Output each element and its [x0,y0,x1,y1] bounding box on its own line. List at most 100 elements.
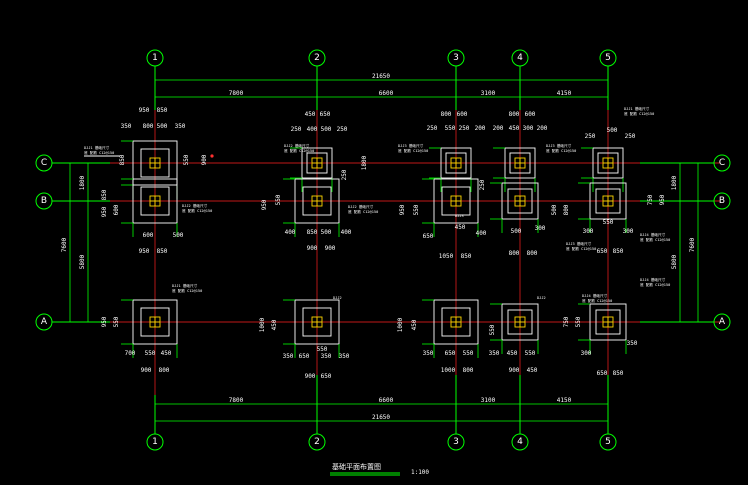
svg-text:7800: 7800 [229,90,244,97]
axis-bubbles-left: C B A [35,154,110,331]
svg-text:400: 400 [307,126,318,133]
svg-text:3100: 3100 [481,397,496,404]
svg-text:650: 650 [445,350,456,357]
svg-text:DJJ2 基础尺寸: DJJ2 基础尺寸 [284,143,310,148]
svg-text:550: 550 [113,316,120,327]
svg-text:600: 600 [457,111,468,118]
svg-text:650: 650 [320,111,331,118]
footings [121,140,627,358]
svg-text:250: 250 [585,133,596,140]
svg-text:6600: 6600 [379,90,394,97]
svg-text:900: 900 [325,245,336,252]
svg-text:DJJ1 基础尺寸: DJJ1 基础尺寸 [172,283,198,288]
svg-text:DJJ2 基础尺寸: DJJ2 基础尺寸 [348,204,374,209]
axis-bubble-5-bottom: 5 [599,433,617,451]
svg-text:500: 500 [321,126,332,133]
svg-text:550: 550 [183,154,190,165]
axis-bubble-1-top: 1 [146,49,164,67]
svg-text:250: 250 [427,125,438,132]
svg-text:4: 4 [517,53,523,63]
svg-text:900: 900 [201,154,208,165]
svg-text:7600: 7600 [689,237,696,252]
svg-text:DJJ2: DJJ2 [537,296,546,300]
svg-text:350: 350 [627,340,638,347]
svg-text:550: 550 [275,194,282,205]
svg-text:650: 650 [321,373,332,380]
svg-text:550: 550 [463,350,474,357]
drawing-scale: 1:100 [411,469,429,476]
svg-text:650: 650 [423,233,434,240]
svg-text:DJJ4 基础尺寸: DJJ4 基础尺寸 [640,277,666,282]
svg-text:300: 300 [623,228,634,235]
svg-text:200: 200 [475,125,486,132]
svg-text:450: 450 [507,350,518,357]
svg-text:1800: 1800 [79,175,86,190]
svg-text:5800: 5800 [671,254,678,269]
top-dimensions: 21650 7800 6600 3100 4150 [154,73,609,100]
svg-text:600: 600 [143,232,154,239]
svg-text:400: 400 [285,229,296,236]
bottom-dimensions: 7800 6600 3100 4150 21650 [154,397,609,424]
svg-text:350: 350 [175,123,186,130]
svg-text:200: 200 [537,125,548,132]
svg-text:5: 5 [605,53,611,63]
axis-bubble-A-right: A [713,313,731,331]
svg-text:DJJ1 基础尺寸: DJJ1 基础尺寸 [84,145,110,150]
svg-text:500: 500 [607,127,618,134]
axis-bubbles-bottom: 1 2 3 4 5 [146,375,617,451]
svg-text:800: 800 [527,250,538,257]
svg-text:250: 250 [459,125,470,132]
svg-text:C: C [719,158,725,168]
axis-bubble-3-bottom: 3 [447,433,465,451]
svg-text:5: 5 [605,437,611,447]
svg-text:底 配筋 C12@150: 底 配筋 C12@150 [84,150,114,155]
svg-text:850: 850 [119,154,126,165]
svg-text:700: 700 [125,350,136,357]
svg-text:A: A [719,317,726,327]
svg-text:500: 500 [551,204,558,215]
footing-dim-labels: 950 850 800 500 350 350 600 500 950 850 … [121,107,638,380]
svg-text:600: 600 [113,204,120,215]
svg-text:7800: 7800 [229,397,244,404]
svg-text:400: 400 [341,229,352,236]
svg-text:底 配筋 C12@150: 底 配筋 C12@150 [640,282,670,287]
svg-text:950: 950 [261,199,268,210]
svg-text:950: 950 [139,248,150,255]
svg-text:450: 450 [161,350,172,357]
svg-text:1000: 1000 [397,317,404,332]
svg-text:350: 350 [339,353,350,360]
footing-B4 [490,182,539,233]
svg-text:950: 950 [399,204,406,215]
svg-text:800: 800 [509,111,520,118]
footing-A4 [490,303,539,354]
svg-text:DJJ2: DJJ2 [333,296,342,300]
svg-text:750: 750 [563,316,570,327]
svg-text:4150: 4150 [557,397,572,404]
svg-text:450: 450 [305,111,316,118]
footing-vertical-dim-labels: 850 550 900 850 600 950 950 550 250 1800… [101,154,666,335]
footing-C4 [493,147,536,192]
svg-text:250: 250 [625,133,636,140]
svg-text:550: 550 [317,346,328,353]
svg-text:3100: 3100 [481,90,496,97]
svg-text:底 配筋 C12@150: 底 配筋 C12@150 [624,111,654,116]
right-dimensions: 1800 5800 7600 [671,162,701,323]
svg-text:550: 550 [445,125,456,132]
svg-text:500: 500 [511,228,522,235]
svg-text:950: 950 [139,107,150,114]
svg-text:650: 650 [597,248,608,255]
svg-text:850: 850 [613,248,624,255]
svg-text:C: C [41,158,47,168]
svg-text:400: 400 [476,230,487,237]
axis-bubble-B-right: B [713,192,731,210]
svg-text:250: 250 [341,169,348,180]
axis-bubble-A-left: A [35,313,53,331]
drawing-title-block: 基础平面布置图 1:100 [330,462,429,476]
svg-text:550: 550 [145,350,156,357]
svg-text:900: 900 [509,367,520,374]
svg-text:850: 850 [157,248,168,255]
footing-B3 [422,178,479,237]
svg-text:1: 1 [152,53,158,63]
svg-text:800: 800 [441,111,452,118]
axis-bubble-1-bottom: 1 [146,433,164,451]
